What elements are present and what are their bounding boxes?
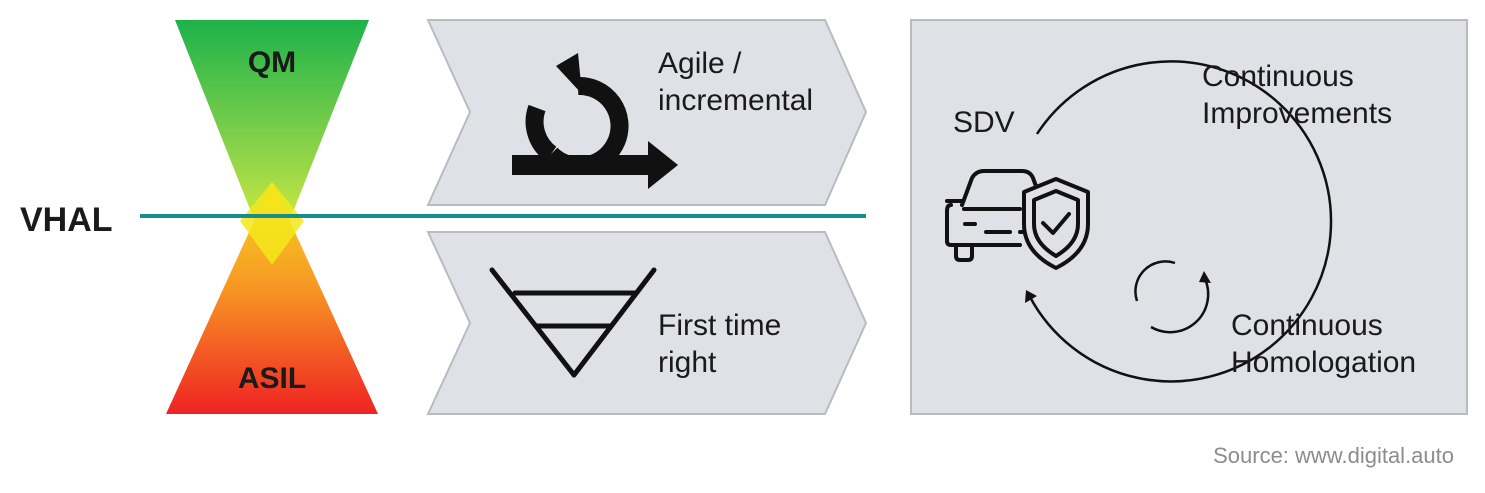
first-time-right-label-line-1: First time [658, 309, 781, 342]
shield-check-icon [1022, 177, 1090, 270]
v-model-funnel-icon [489, 267, 657, 378]
vhal-label: VHAL [20, 201, 113, 239]
car-icon [945, 169, 1042, 262]
hourglass-overlap [240, 182, 304, 265]
first-time-right-chevron [426, 231, 868, 415]
hourglass-bottom-triangle [166, 182, 378, 414]
homologation-label-line-1: Continuous [1231, 309, 1383, 342]
improvements-label-line-1: Continuous [1202, 60, 1354, 93]
continuous-improvement-cycle [1028, 60, 1333, 383]
homologation-cycle [1134, 260, 1176, 302]
hourglass: QM ASIL [166, 20, 378, 414]
source-credit: Source: www.digital.auto [1213, 443, 1454, 468]
agile-label-line-2: incremental [658, 84, 813, 117]
agile-label-line-1: Agile / [658, 47, 742, 80]
sdv-panel: SDV Continuous Improvements Continuous [910, 19, 1468, 415]
first-time-right-label-line-2: right [658, 346, 717, 379]
sdv-panel-background [910, 19, 1468, 415]
sdv-label: SDV [953, 106, 1015, 139]
agile-cycle-arrows-icon [512, 53, 678, 189]
cycle-arrowhead [1025, 290, 1037, 303]
hourglass-top-label: QM [248, 46, 296, 79]
homologation-label-line-2: Homologation [1231, 346, 1416, 379]
homologation-arrowhead [1199, 271, 1211, 283]
hourglass-top-triangle [175, 20, 369, 265]
improvements-label-line-2: Improvements [1202, 97, 1392, 130]
hourglass-bottom-label: ASIL [238, 362, 306, 395]
homologation-cycle-lower [1150, 278, 1210, 334]
